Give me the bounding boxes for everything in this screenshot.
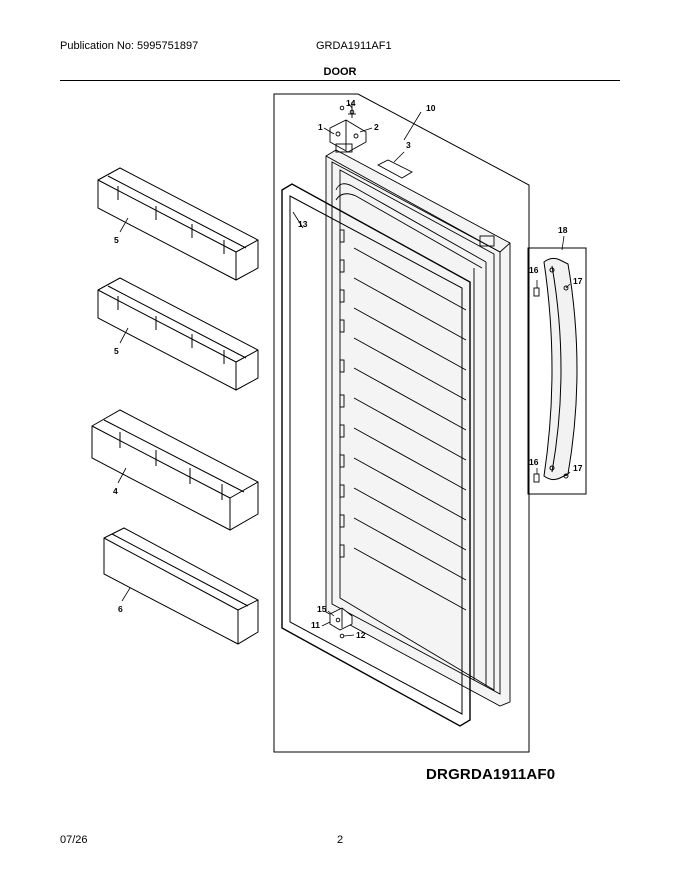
callout-6: 6 [118, 604, 123, 614]
door-handle [543, 257, 578, 481]
top-hinge [329, 119, 367, 153]
door-bin-6 [103, 527, 259, 645]
hinge-screws [339, 102, 356, 118]
callout-17-top: 17 [573, 276, 583, 286]
callout-16-bottom: 16 [529, 457, 539, 467]
door-outline-box [273, 93, 530, 753]
callout-17-bottom: 17 [573, 463, 583, 473]
model-number: GRDA1911AF1 [316, 40, 392, 52]
bottom-hinge [329, 607, 353, 639]
callout-14: 14 [346, 98, 356, 108]
publication-number: Publication No: 5995751897 [60, 40, 199, 52]
callout-18: 18 [558, 225, 568, 235]
footer-page-number: 2 [337, 834, 344, 846]
header-rule [60, 80, 620, 81]
callout-12: 12 [356, 630, 366, 640]
callout-2: 2 [374, 122, 379, 132]
callout-5-second: 5 [114, 346, 119, 356]
callout-16-top: 16 [529, 265, 539, 275]
handle-outline-box [527, 247, 587, 495]
door-gasket [281, 183, 471, 727]
handle-screws [563, 285, 569, 479]
door-bin-4 [91, 409, 259, 531]
callout-1: 1 [318, 122, 323, 132]
leader-lines [117, 103, 571, 637]
section-title: DOOR [323, 66, 357, 78]
callout-5-top: 5 [114, 235, 119, 245]
door-panel [325, 149, 511, 707]
callout-15: 15 [317, 604, 327, 614]
door-label [377, 159, 413, 179]
footer-date: 07/26 [60, 834, 88, 846]
door-bin-5-top [97, 167, 259, 281]
drawing-id: DRGRDA1911AF0 [426, 766, 556, 783]
door-bin-5-second [97, 277, 259, 391]
callout-11: 11 [311, 620, 320, 630]
callout-3: 3 [406, 140, 411, 150]
callout-10: 10 [426, 103, 436, 113]
callout-13: 13 [298, 219, 308, 229]
callout-4: 4 [113, 486, 118, 496]
handle-studs [533, 287, 540, 483]
